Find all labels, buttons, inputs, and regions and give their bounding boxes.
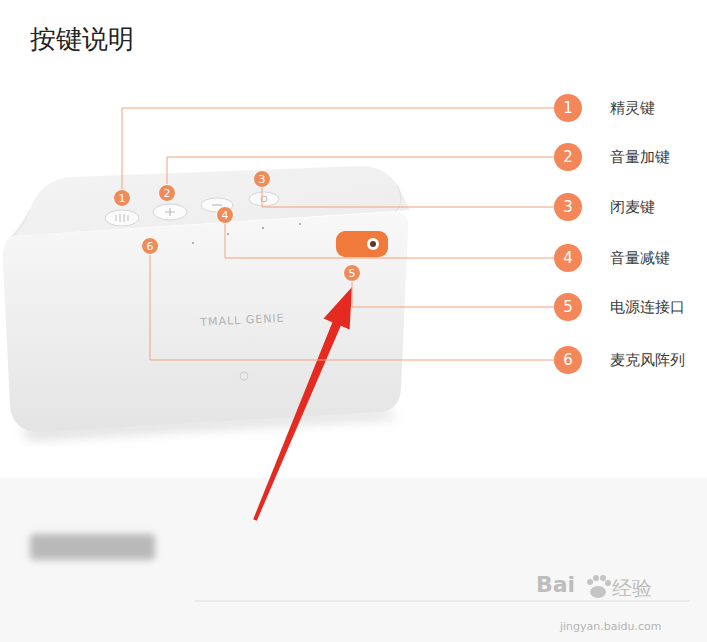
callout-label: 精灵键: [610, 99, 655, 118]
callout-number: 3闭麦键: [554, 193, 582, 221]
callout-number: 4音量减键: [554, 244, 582, 272]
callout-number-text: 4: [554, 244, 582, 272]
callout-marker: 1: [113, 189, 131, 207]
callout-label: 麦克风阵列: [610, 351, 685, 370]
leader-line: [352, 282, 554, 307]
blurred-text: [30, 534, 155, 560]
callout-marker: 4: [216, 206, 234, 224]
callout-marker: 2: [158, 184, 176, 202]
leader-line: [150, 255, 554, 360]
callout-number-text: 6: [142, 238, 158, 254]
callout-label: 电源连接口: [610, 298, 685, 317]
callout-number-text: 3: [554, 193, 582, 221]
callout-label: 音量加键: [610, 148, 670, 167]
callout-number-text: 3: [254, 171, 270, 187]
callout-label: 闭麦键: [610, 198, 655, 217]
callout-number-text: 1: [114, 190, 130, 206]
watermark: Bai: [536, 572, 575, 597]
watermark-url: jingyan.baidu.com: [560, 620, 662, 633]
callout-marker: 3: [253, 170, 271, 188]
leader-line: [122, 108, 554, 189]
watermark: 经验: [612, 575, 652, 602]
callout-number-text: 2: [554, 143, 582, 171]
divider-line: [195, 601, 690, 602]
callout-number: 5电源连接口: [554, 293, 582, 321]
callout-number: 1精灵键: [554, 94, 582, 122]
watermark-paw: [587, 575, 611, 598]
leader-line: [225, 224, 554, 258]
title: 按键说明: [30, 22, 134, 57]
bottom-panel: [0, 478, 707, 642]
callout-number-text: 6: [554, 346, 582, 374]
callout-number-text: 5: [554, 293, 582, 321]
callout-number: 6麦克风阵列: [554, 346, 582, 374]
callout-marker: 5: [343, 264, 361, 282]
callout-number-text: 1: [554, 94, 582, 122]
callout-label: 音量减键: [610, 249, 670, 268]
callout-number: 2音量加键: [554, 143, 582, 171]
callout-number-text: 5: [344, 265, 360, 281]
leader-line: [167, 157, 554, 184]
callout-marker: 6: [141, 237, 159, 255]
callout-number-text: 4: [217, 207, 233, 223]
leader-line: [262, 188, 554, 207]
callout-number-text: 2: [159, 185, 175, 201]
power-port: [336, 231, 388, 257]
